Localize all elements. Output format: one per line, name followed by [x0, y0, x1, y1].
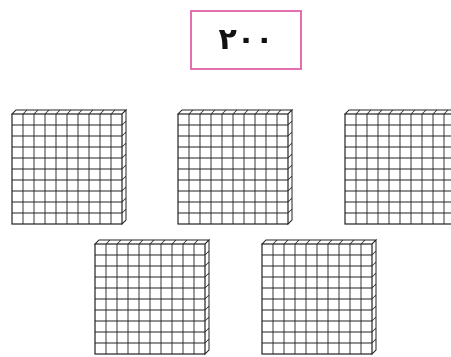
- hundred-block: [95, 240, 209, 354]
- hundred-block: [262, 240, 376, 354]
- hundred-block: [178, 110, 292, 224]
- hundred-block: [345, 110, 451, 224]
- hundred-block: [12, 110, 126, 224]
